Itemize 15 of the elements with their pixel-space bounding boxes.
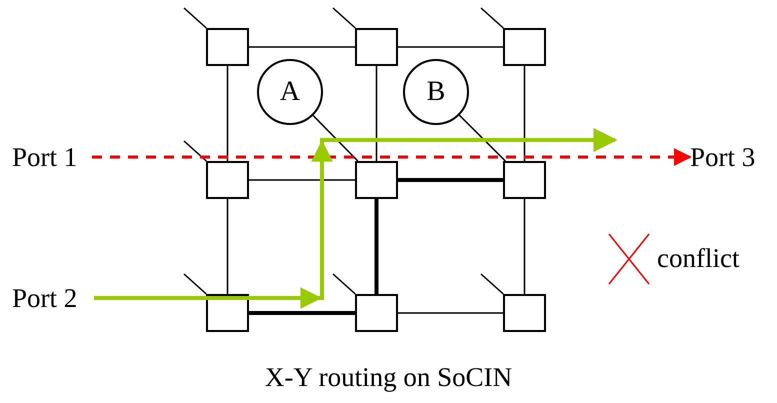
- port-label: Port 1: [12, 140, 92, 174]
- port-label: Port 2: [12, 281, 94, 315]
- port-label: Port 3: [690, 140, 770, 174]
- router-box: [355, 294, 398, 332]
- router-box: [355, 28, 398, 66]
- caption: X-Y routing on SoCIN: [264, 362, 514, 393]
- core-label: B: [426, 76, 446, 108]
- router-box: [355, 161, 398, 199]
- router-box: [206, 161, 249, 199]
- router-box: [503, 28, 546, 66]
- note-label: conflict: [657, 243, 740, 274]
- router-box: [503, 294, 546, 332]
- router-box: [206, 28, 249, 66]
- core-label: A: [280, 76, 300, 108]
- router-box: [503, 161, 546, 199]
